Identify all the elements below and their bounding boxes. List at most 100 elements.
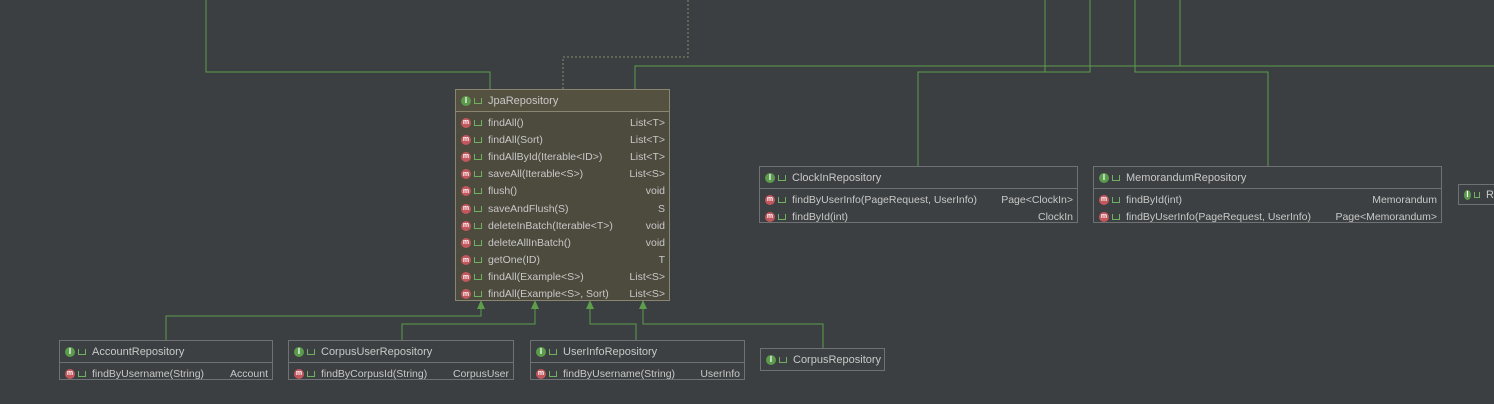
- interface-icon: I: [294, 346, 304, 357]
- public-visibility-icon: [474, 97, 482, 104]
- method-list: m findAll() List<T> m findAll(Sort) List<T> m f…: [456, 112, 669, 303]
- method-name: findByUsername(String): [92, 367, 205, 380]
- edge-clockin: [917, 0, 1091, 166]
- method-name: findAll(Example<S>): [488, 271, 584, 284]
- node-title: UserInfoRepository: [563, 345, 658, 358]
- public-visibility-icon: [1112, 174, 1120, 181]
- edge-corpus: [642, 306, 824, 348]
- method-row[interactable]: m findAllById(Iterable<ID>) List<T>: [456, 148, 669, 165]
- method-icon: m: [461, 151, 471, 162]
- node-header: I JpaRepository: [456, 90, 669, 112]
- method-icon: m: [461, 203, 471, 214]
- method-name: flush(): [488, 185, 518, 198]
- node-header: I CorpusRepository: [761, 349, 884, 370]
- public-visibility-icon: [307, 348, 315, 355]
- method-return-type: List<T>: [629, 133, 665, 146]
- public-visibility-icon: [474, 205, 482, 212]
- method-icon: m: [461, 255, 471, 266]
- public-visibility-icon: [778, 213, 786, 220]
- node-partial-right[interactable]: I R: [1458, 184, 1494, 205]
- method-name: findByUserInfo(PageRequest, UserInfo): [1126, 210, 1312, 223]
- public-visibility-icon: [778, 174, 786, 181]
- public-visibility-icon: [1112, 213, 1120, 220]
- edge-dotted: [562, 0, 689, 89]
- method-row[interactable]: m findAll(Sort) List<T>: [456, 131, 669, 148]
- interface-icon: I: [536, 346, 546, 357]
- method-name: findAllById(Iterable<ID>): [488, 150, 603, 163]
- interface-icon: I: [765, 172, 775, 183]
- method-icon: m: [461, 134, 471, 145]
- node-header: I R: [1459, 185, 1494, 204]
- method-return-type: Page<ClockIn>: [1001, 193, 1073, 206]
- method-row[interactable]: m deleteAllInBatch() void: [456, 234, 669, 251]
- node-title: ClockInRepository: [792, 171, 882, 184]
- method-return-type: List<S>: [629, 271, 665, 284]
- interface-icon: I: [1464, 189, 1471, 200]
- method-name: saveAndFlush(S): [488, 202, 569, 215]
- node-title: CorpusRepository: [793, 353, 882, 366]
- method-name: saveAll(Iterable<S>): [488, 168, 584, 181]
- method-name: findAll(Sort): [488, 133, 543, 146]
- public-visibility-icon: [1112, 196, 1120, 203]
- method-return-type: CorpusUser: [452, 367, 509, 380]
- node-corpusrepository[interactable]: I CorpusRepository: [760, 348, 885, 371]
- public-visibility-icon: [474, 188, 482, 195]
- method-return-type: List<S>: [629, 168, 665, 181]
- method-icon: m: [294, 368, 304, 379]
- public-visibility-icon: [1473, 191, 1481, 198]
- edge-account: [165, 306, 482, 340]
- method-name: findById(int): [1126, 193, 1183, 206]
- node-userinforepository[interactable]: I UserInfoRepository m findByUsername(Str…: [530, 340, 745, 380]
- method-name: findAll(Example<S>, Sort): [488, 288, 609, 301]
- method-icon: m: [461, 186, 471, 197]
- method-return-type: List<S>: [629, 288, 665, 301]
- method-icon: m: [765, 194, 775, 205]
- public-visibility-icon: [307, 370, 315, 377]
- method-icon: m: [536, 368, 546, 379]
- node-title: JpaRepository: [488, 94, 559, 107]
- method-icon: m: [461, 272, 471, 283]
- method-return-type: void: [645, 236, 665, 249]
- method-name: findAll(): [488, 116, 524, 129]
- public-visibility-icon: [474, 239, 482, 246]
- method-name: deleteAllInBatch(): [488, 236, 571, 249]
- edge-corpususer: [401, 306, 536, 340]
- method-return-type: List<T>: [629, 150, 665, 163]
- method-name: getOne(ID): [488, 254, 540, 267]
- public-visibility-icon: [474, 274, 482, 281]
- public-visibility-icon: [549, 370, 557, 377]
- public-visibility-icon: [78, 348, 86, 355]
- method-name: findByUsername(String): [563, 367, 676, 380]
- method-return-type: ClockIn: [1037, 210, 1073, 223]
- arrowhead-corpus: [639, 300, 647, 309]
- arrowhead-userinfo: [586, 300, 594, 309]
- edge-jpa-up: [634, 65, 1180, 89]
- node-jparepository[interactable]: I JpaRepository m findAll() List<T> m findAl…: [455, 89, 670, 301]
- method-row[interactable]: m findAll(Example<S>) List<S>: [456, 269, 669, 286]
- public-visibility-icon: [474, 119, 482, 126]
- method-icon: m: [461, 237, 471, 248]
- method-return-type: List<T>: [629, 116, 665, 129]
- public-visibility-icon: [78, 370, 86, 377]
- public-visibility-icon: [474, 171, 482, 178]
